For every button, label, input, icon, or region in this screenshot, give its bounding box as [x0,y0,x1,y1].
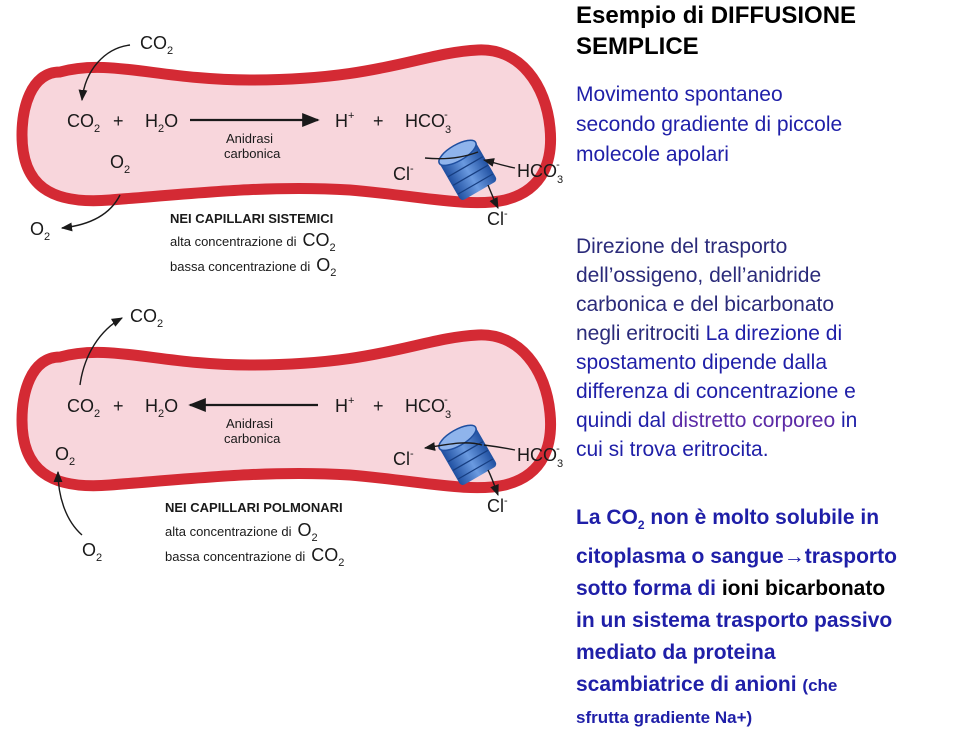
top-anion-exchanger [438,139,497,200]
top-h-plus-label: H+ [335,110,354,131]
bottom-o2-label: O2 [55,444,75,468]
bottom-h-plus-label: H+ [335,395,354,416]
top-plus-2: + [373,111,384,131]
top-cell-membrane [16,44,557,209]
bottom-cell-membrane [16,329,557,494]
top-plus-1: + [113,111,124,131]
bottom-h2o-label: H2O [145,396,178,420]
bottom-hco3-label: HCO3- [405,394,451,421]
slide-title: Esempio di DIFFUSIONE SEMPLICE [576,2,857,60]
bottom-co2-out-label: CO2 [130,306,163,330]
arrow-right-icon: → [783,545,805,569]
bottom-co2-label: CO2 [67,396,100,420]
top-cl-out-label: Cl- [487,208,508,229]
bottom-enzyme-line2: carbonica [224,431,281,446]
bottom-caption-title: NEI CAPILLARI POLMONARI [165,500,343,515]
top-h2o-label: H2O [145,111,178,135]
top-o2-out-label: O2 [30,219,50,243]
top-cl-label: Cl- [393,163,414,184]
bottom-erythrocyte: CO2 CO2 + H2O H+ + HCO3- Anidrasi carbon… [16,306,563,569]
diffusion-diagram: CO2 CO2 + H2O H+ + HCO3- Anidrasi carbon… [16,33,563,569]
intro-text: Movimento spontaneo secondo gradiente di… [576,83,843,166]
bottom-o2-out-label: O2 [82,540,102,564]
top-caption-title: NEI CAPILLARI SISTEMICI [170,211,333,226]
bottom-plus-1: + [113,396,124,416]
bottom-cl-out-label: Cl- [487,495,508,516]
bottom-cl-label: Cl- [393,448,414,469]
bottom-plus-2: + [373,396,384,416]
co2-transport-text: La CO2 non è molto solubile in citoplasm… [576,506,897,728]
top-co2-out-label: CO2 [140,33,173,57]
top-hco3-label: HCO3- [405,109,451,136]
top-co2-label: CO2 [67,111,100,135]
bottom-hco3-out-label: HCO3- [517,443,563,470]
top-erythrocyte: CO2 CO2 + H2O H+ + HCO3- Anidrasi carbon… [16,33,563,279]
top-enzyme-line2: carbonica [224,146,281,161]
top-enzyme-line1: Anidrasi [226,131,273,146]
top-hco3-out-label: HCO3- [517,159,563,186]
direction-text: Direzione del trasporto dell’ossigeno, d… [576,235,858,461]
bottom-enzyme-line1: Anidrasi [226,416,273,431]
top-o2-label: O2 [110,152,130,176]
